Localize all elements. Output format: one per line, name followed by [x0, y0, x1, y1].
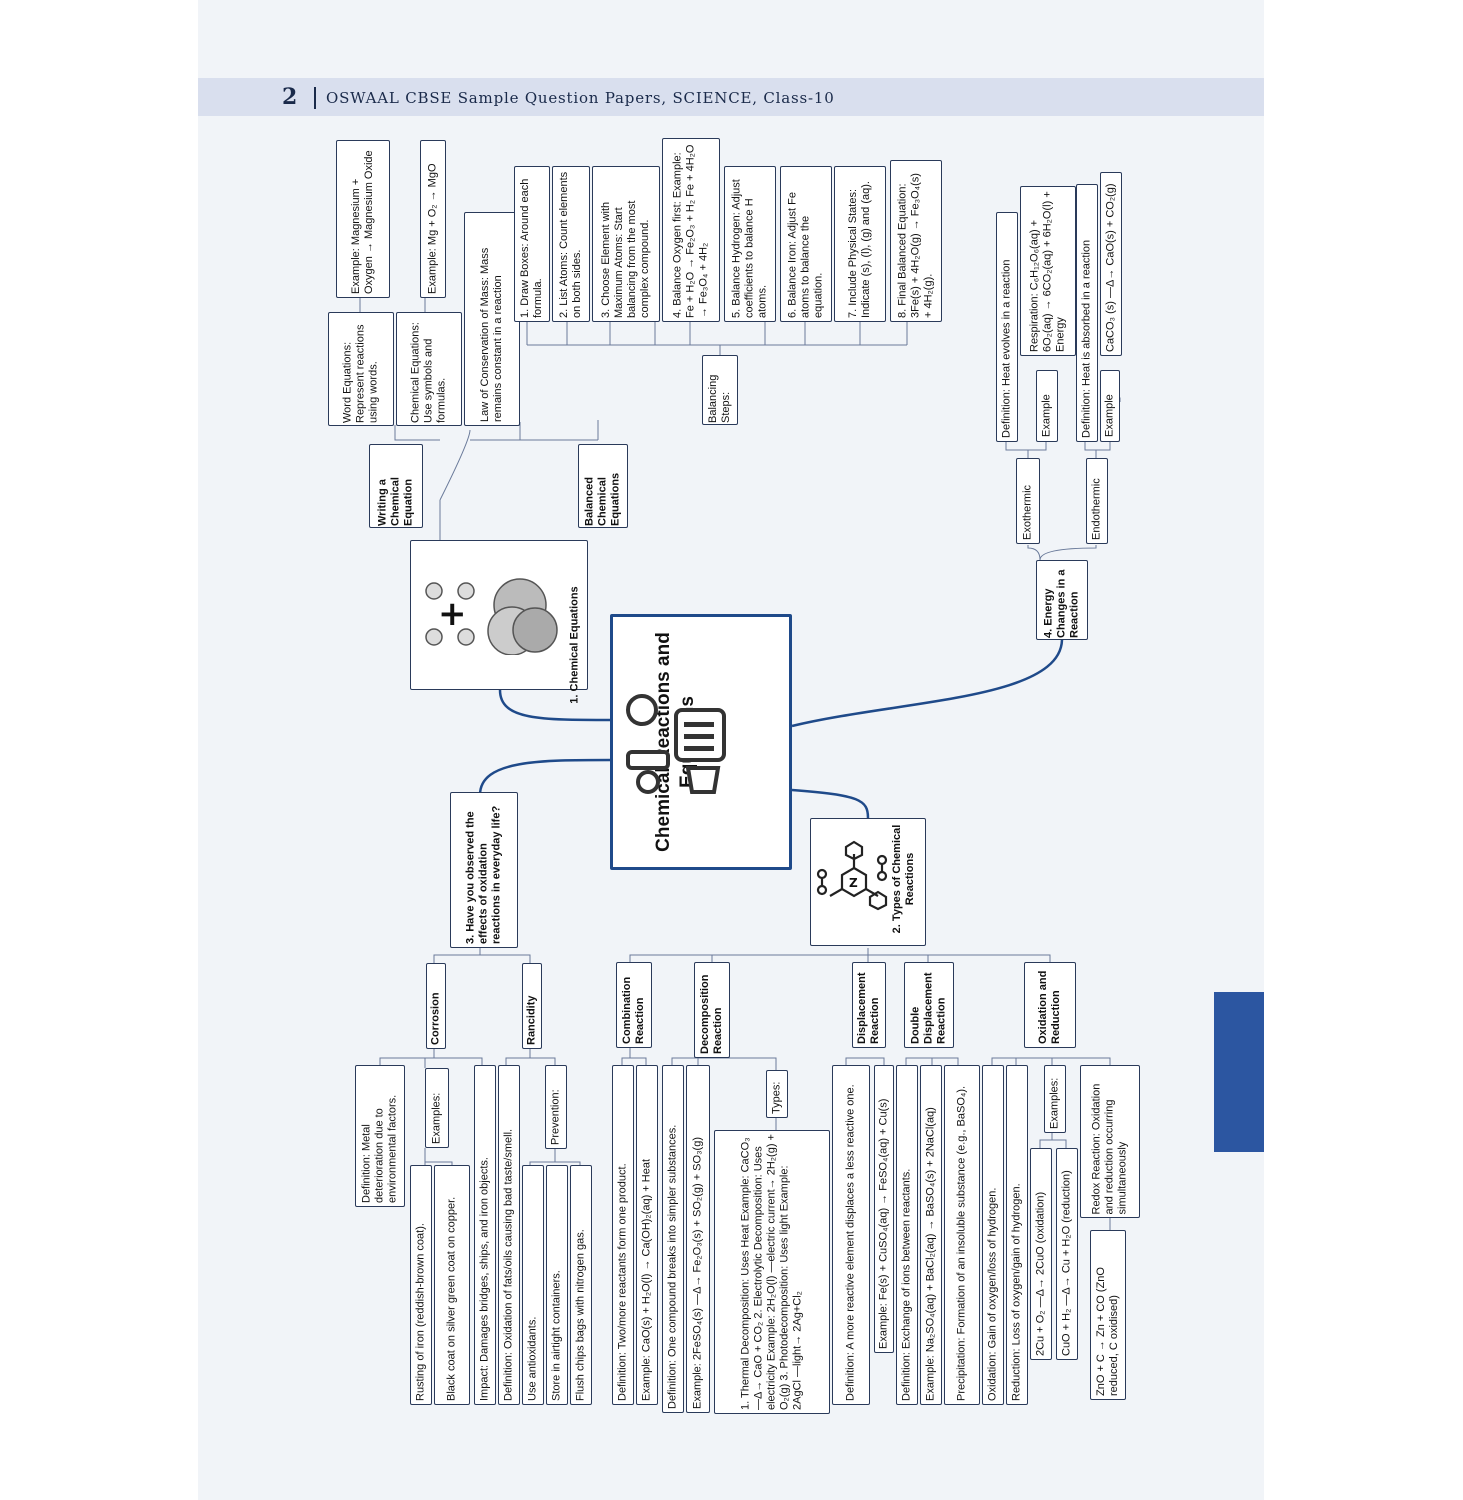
branch-types-of-reactions: 2. Types of Chemical Reactions: [810, 818, 926, 946]
molecule-icon: +: [425, 578, 558, 655]
prevention-label: Prevention:: [545, 1065, 567, 1149]
decomposition-types: 1. Thermal Decomposition: Uses Heat Exam…: [714, 1130, 830, 1414]
branch-energy-changes: 4. Energy Changes in a Reaction: [1036, 560, 1088, 640]
combination-example: Example: CaO(s) + H₂O(l) → Ca(OH)₂(aq) +…: [636, 1065, 658, 1405]
prevention-3: Flush chips bags with nitrogen gas.: [570, 1165, 592, 1405]
double-displacement-example: Example: Na₂SO₄(aq) + BaCl₂(aq) → BaSO₄(…: [920, 1065, 942, 1405]
law-conservation-mass: Law of Conservation of Mass: Mass remain…: [464, 212, 520, 426]
displacement-definition: Definition: A more reactive element disp…: [832, 1065, 870, 1405]
balancing-step-3: 3. Choose Element with Maximum Atoms: St…: [592, 166, 660, 322]
redox-definition: Redox Reaction: Oxidation and reduction …: [1080, 1065, 1140, 1218]
balancing-step-1: 1. Draw Boxes: Around each formula.: [514, 166, 550, 322]
prevention-2: Store in airtight containers.: [546, 1165, 568, 1405]
oxidation-reduction-node: Oxidation and Reduction: [1024, 962, 1076, 1048]
decomposition-types-label: Types:: [766, 1070, 788, 1118]
endothermic-example-label: Example: [1100, 370, 1120, 442]
redox-example: ZnO + C → Zn + CO (ZnO reduced, C oxidis…: [1090, 1230, 1126, 1400]
corrosion-definition: Definition: Metal deterioration due to e…: [355, 1065, 405, 1207]
decomposition-example: Example: 2FeSO₄(s) —Δ→ Fe₂O₃(s) + SO₂(g)…: [686, 1065, 710, 1413]
double-displacement-node: Double Displacement Reaction: [904, 962, 954, 1048]
redox-example-oxidation: 2Cu + O₂ —Δ→ 2CuO (oxidation): [1030, 1148, 1052, 1360]
word-equations-node: Word Equations: Represent reactions usin…: [328, 312, 394, 426]
corrosion-example-2: Black coat on silver green coat on coppe…: [434, 1165, 470, 1405]
corrosion-node: Corrosion: [426, 963, 446, 1049]
svg-text:+: +: [438, 594, 467, 634]
endothermic-node: Endothermic: [1086, 458, 1108, 544]
combination-node: Combination Reaction: [616, 962, 652, 1048]
oxidation-definition: Oxidation: Gain of oxygen/loss of hydrog…: [982, 1065, 1004, 1405]
branch-oxidation-effects: 3. Have you observed the effects of oxid…: [450, 792, 518, 948]
page-number: 2: [282, 84, 298, 110]
chemical-equation-example: Example: Mg + O₂ → MgO: [420, 140, 446, 298]
chemistry-lab-icon: [626, 694, 726, 794]
redox-example-reduction: CuO + H₂ —Δ→ Cu + H₂O (reduction): [1056, 1148, 1078, 1360]
decomposition-node: Decomposition Reaction: [694, 962, 730, 1058]
endothermic-example: CaCO₃ (s) —Δ→ CaO(s) + CO₂(g): [1100, 172, 1122, 356]
chemical-equations-node: Chemical Equations: Use symbols and form…: [396, 312, 462, 426]
balancing-step-5: 5. Balance Hydrogen: Adjust coefficients…: [724, 166, 776, 322]
rancidity-node: Rancidity: [522, 963, 542, 1049]
combination-definition: Definition: Two/more reactants form one …: [612, 1065, 634, 1405]
writing-chemical-equation-node: Writing a Chemical Equation: [369, 444, 423, 528]
exothermic-node: Exothermic: [1016, 458, 1040, 544]
corrosion-examples-label: Examples:: [425, 1068, 449, 1148]
double-displacement-definition: Definition: Exchange of ions between rea…: [896, 1065, 918, 1405]
chapter-side-tab: [1214, 992, 1264, 1152]
balancing-step-6: 6. Balance Iron: Adjust Fe atoms to bala…: [780, 166, 832, 322]
displacement-example: Example: Fe(s) + CuSO₄(aq) → FeSO₄(aq) +…: [874, 1065, 894, 1353]
decomposition-definition: Definition: One compound breaks into sim…: [662, 1065, 684, 1413]
endothermic-definition: Definition: Heat is absorbed in a reacti…: [1076, 184, 1098, 442]
exothermic-definition: Definition: Heat evolves in a reaction: [996, 212, 1018, 442]
header-divider: [314, 87, 316, 109]
hub-central-topic: [610, 614, 792, 870]
exothermic-example-label: Example: [1036, 370, 1058, 442]
balancing-step-4: 4. Balance Oxygen first: Example: Fe + H…: [662, 138, 720, 322]
word-equation-example: Example: Magnesium + Oxygen → Magnesium …: [336, 140, 390, 298]
balancing-step-7: 7. Include Physical States: Indicate (s)…: [834, 166, 886, 322]
exothermic-example: Respiration: C₆H₁₂O₆(aq) + 6O₂(aq) → 6CO…: [1020, 186, 1076, 356]
precipitation-definition: Precipitation: Formation of an insoluble…: [944, 1065, 980, 1405]
reduction-definition: Reduction: Loss of oxygen/gain of hydrog…: [1006, 1065, 1028, 1405]
balancing-step-2: 2. List Atoms: Count elements on both si…: [552, 166, 590, 322]
corrosion-example-1: Rusting of iron (reddish-brown coat).: [410, 1165, 432, 1405]
prevention-1: Use antioxidants.: [522, 1165, 544, 1405]
balancing-step-8: 8. Final Balanced Equation: 3Fe(s) + 4H₂…: [890, 160, 942, 322]
rancidity-definition: Definition: Oxidation of fats/oils causi…: [498, 1065, 520, 1405]
book-title: OSWAAL CBSE Sample Question Papers, SCIE…: [326, 89, 835, 107]
hexagon-molecule-icon: Z: [816, 840, 888, 911]
branch-title: 1. Chemical Equations: [568, 585, 581, 704]
balanced-equations-node: Balanced Chemical Equations: [578, 444, 628, 528]
redox-examples-label: Examples:: [1044, 1065, 1066, 1133]
corrosion-impact: Impact: Damages bridges, ships, and iron…: [474, 1065, 496, 1405]
header-band: [198, 78, 1264, 116]
svg-text:Z: Z: [849, 876, 858, 890]
balancing-steps-label: Balancing Steps:: [702, 355, 738, 425]
displacement-node: Displacement Reaction: [852, 962, 886, 1048]
